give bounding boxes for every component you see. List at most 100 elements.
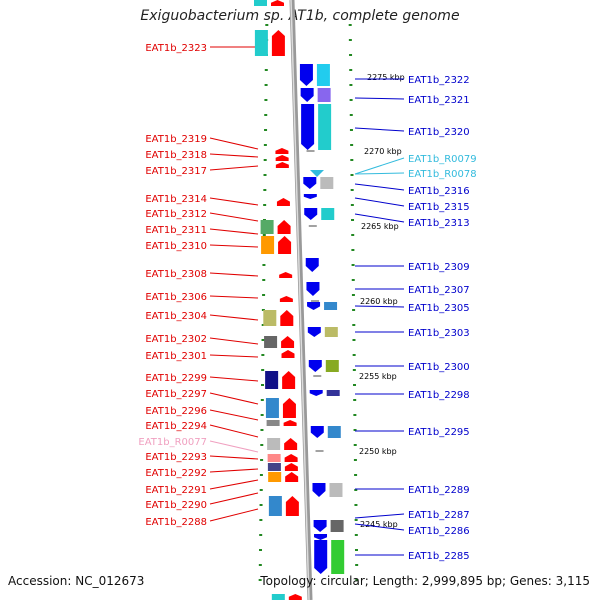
guide-dot bbox=[352, 324, 356, 326]
guide-dot bbox=[354, 474, 358, 476]
reverse-gene-arrow bbox=[285, 472, 299, 482]
rna-feature bbox=[310, 170, 324, 177]
reverse-gene-arrow bbox=[271, 0, 284, 6]
cog-color-box bbox=[264, 336, 278, 348]
cog-color-box bbox=[265, 398, 279, 418]
forward-gene-arrow bbox=[307, 302, 321, 310]
guide-dot bbox=[351, 294, 355, 296]
gene-label-eat1b-2319: EAT1b_2319 bbox=[145, 134, 207, 145]
guide-dot bbox=[263, 174, 267, 176]
forward-gene-arrow bbox=[306, 282, 320, 296]
guide-dot bbox=[260, 414, 264, 416]
guide-dot bbox=[259, 489, 263, 491]
gene-connector bbox=[209, 492, 259, 505]
reverse-gene-arrow bbox=[277, 220, 291, 234]
forward-gene-arrow bbox=[308, 360, 322, 372]
scale-tick-label: 2270 kbp bbox=[364, 147, 402, 156]
forward-gene-arrow bbox=[303, 177, 317, 189]
cog-color-box bbox=[261, 236, 275, 254]
cog-color-box bbox=[266, 420, 280, 426]
gene-connector bbox=[354, 523, 405, 531]
forward-gene-arrow bbox=[299, 64, 313, 86]
guide-dot bbox=[354, 534, 358, 536]
scale-tick-label: 2255 kbp bbox=[359, 372, 397, 381]
forward-gene-arrow bbox=[305, 258, 319, 272]
guide-dot bbox=[265, 24, 269, 26]
reverse-gene-arrow bbox=[284, 463, 298, 471]
gene-label-eat1b-2295: EAT1b_2295 bbox=[408, 427, 470, 438]
guide-dot bbox=[262, 234, 266, 236]
guide-dot bbox=[352, 369, 356, 371]
gene-label-eat1b-r0077: EAT1b_R0077 bbox=[138, 437, 207, 448]
guide-dot bbox=[260, 384, 264, 386]
gene-connector bbox=[209, 376, 259, 382]
gene-connector bbox=[209, 212, 259, 222]
guide-dot bbox=[355, 564, 359, 566]
gene-label-eat1b-2294: EAT1b_2294 bbox=[145, 421, 207, 432]
gene-label-eat1b-2286: EAT1b_2286 bbox=[408, 526, 470, 537]
gene-connector bbox=[354, 183, 405, 191]
guide-dot bbox=[262, 264, 266, 266]
forward-gene-arrow bbox=[304, 208, 318, 220]
forward-gene-arrow bbox=[301, 104, 315, 150]
cog-color-box bbox=[325, 360, 339, 372]
gene-label-eat1b-2306: EAT1b_2306 bbox=[145, 292, 207, 303]
guide-dot bbox=[351, 234, 355, 236]
cog-color-box bbox=[267, 438, 281, 450]
gene-label-eat1b-2291: EAT1b_2291 bbox=[145, 485, 207, 496]
forward-gene-arrow bbox=[314, 534, 328, 540]
genome-backbone bbox=[289, 0, 313, 600]
guide-dot bbox=[353, 384, 357, 386]
gene-label-eat1b-2297: EAT1b_2297 bbox=[145, 389, 207, 400]
guide-dot bbox=[264, 114, 268, 116]
cog-color-box bbox=[267, 463, 281, 471]
gene-connector bbox=[209, 392, 259, 405]
guide-dot bbox=[260, 399, 264, 401]
guide-dot bbox=[261, 339, 265, 341]
gene-label-eat1b-2318: EAT1b_2318 bbox=[145, 150, 207, 161]
gene-connector bbox=[209, 337, 259, 345]
gene-label-eat1b-2315: EAT1b_2315 bbox=[408, 202, 470, 213]
guide-dot bbox=[263, 144, 267, 146]
gene-connector bbox=[209, 153, 259, 158]
guide-dot bbox=[263, 204, 267, 206]
guide-dot bbox=[259, 474, 263, 476]
topology-text: Topology: circular; Length: 2,999,895 bp… bbox=[260, 574, 590, 588]
gene-connector bbox=[209, 314, 259, 321]
gene-connector bbox=[209, 197, 259, 206]
guide-dot bbox=[350, 189, 354, 191]
guide-dot bbox=[349, 54, 353, 56]
cog-color-box bbox=[321, 208, 335, 220]
reverse-gene-arrow bbox=[276, 198, 290, 206]
reverse-gene-arrow bbox=[281, 336, 295, 348]
guide-dot bbox=[258, 564, 262, 566]
guide-dot bbox=[350, 159, 354, 161]
cog-color-box bbox=[317, 88, 331, 102]
gene-label-eat1b-2313: EAT1b_2313 bbox=[408, 218, 470, 229]
cog-color-box bbox=[326, 390, 340, 396]
reverse-gene-arrow bbox=[279, 296, 293, 302]
guide-dot bbox=[351, 264, 355, 266]
gene-label-eat1b-r0078: EAT1b_R0078 bbox=[408, 169, 477, 180]
gene-connector bbox=[354, 513, 405, 519]
gene-label-eat1b-2301: EAT1b_2301 bbox=[145, 351, 207, 362]
accession-text: Accession: NC_012673 bbox=[8, 574, 145, 588]
gene-label-eat1b-2311: EAT1b_2311 bbox=[145, 225, 207, 236]
guide-dot bbox=[264, 99, 268, 101]
guide-dot bbox=[259, 534, 263, 536]
gene-label-eat1b-2300: EAT1b_2300 bbox=[408, 362, 470, 373]
guide-dot bbox=[351, 249, 355, 251]
guide-dot bbox=[354, 519, 358, 521]
cog-color-box bbox=[318, 104, 332, 150]
cog-color-box bbox=[268, 472, 282, 482]
gene-connector bbox=[209, 272, 259, 277]
gene-connector bbox=[209, 455, 259, 460]
reverse-gene-arrow bbox=[280, 310, 294, 326]
gene-label-eat1b-2308: EAT1b_2308 bbox=[145, 269, 207, 280]
guide-dot bbox=[262, 279, 266, 281]
cog-color-box bbox=[327, 426, 341, 438]
reverse-gene-arrow bbox=[282, 398, 296, 418]
cog-color-box bbox=[329, 483, 343, 497]
scale-tick-label: 2250 kbp bbox=[359, 447, 397, 456]
guide-dot bbox=[264, 69, 268, 71]
